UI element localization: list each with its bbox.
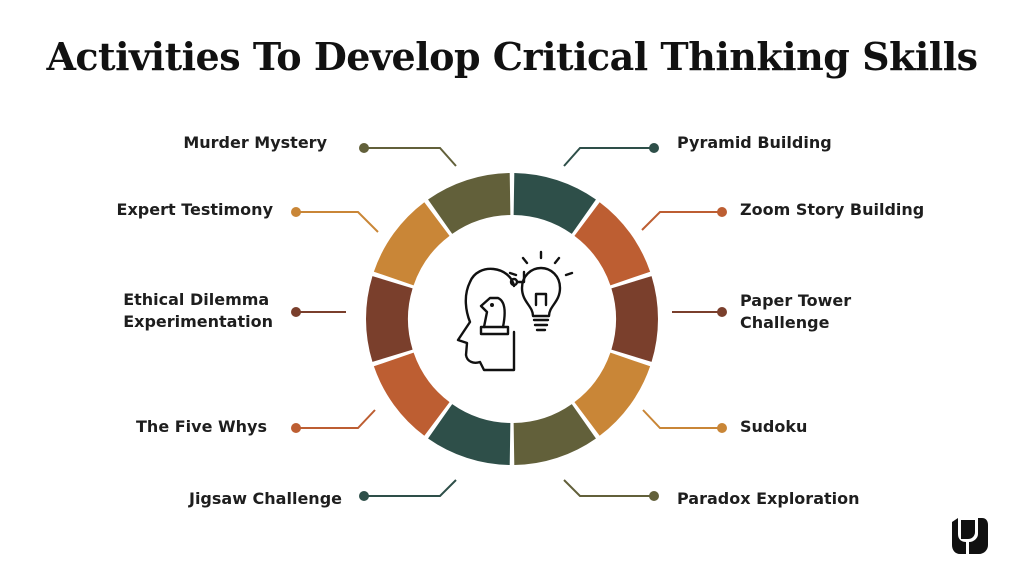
label-murder-mystery: Murder Mystery — [183, 133, 327, 152]
connector-dot — [717, 207, 727, 217]
connector-dot — [359, 143, 369, 153]
ring-segment — [366, 276, 413, 362]
label-five-whys: The Five Whys — [136, 417, 267, 436]
label-expert-testimony: Expert Testimony — [116, 200, 273, 219]
connector-dot — [717, 307, 727, 317]
connector-dot — [291, 307, 301, 317]
label-pyramid-building: Pyramid Building — [677, 133, 832, 152]
connector-line — [364, 147, 457, 167]
connector-line — [364, 479, 457, 497]
connector-dot — [717, 423, 727, 433]
label-paper-tower: Paper Tower Challenge — [740, 291, 852, 332]
label-sudoku: Sudoku — [740, 417, 808, 436]
connector-dot — [649, 491, 659, 501]
color-ring — [366, 173, 659, 465]
ring-segment — [373, 352, 450, 436]
label-ethical-dilemma: Ethical Dilemma Experimentation — [123, 290, 273, 331]
ring-segment — [428, 173, 511, 234]
page-title: Activities To Develop Critical Thinking … — [46, 34, 978, 79]
label-paradox-exploration: Paradox Exploration — [677, 489, 860, 508]
ring-segment — [574, 202, 651, 286]
ring-segment — [611, 276, 659, 362]
connector-line — [296, 211, 379, 233]
connector-line — [641, 211, 722, 231]
label-zoom-story: Zoom Story Building — [740, 200, 925, 219]
ring-segment — [373, 202, 450, 286]
connector-line — [642, 409, 722, 429]
ring-segment — [574, 352, 651, 436]
ring-segment — [513, 404, 596, 465]
connector-dot — [359, 491, 369, 501]
connector-lines — [291, 143, 727, 501]
connector-dot — [291, 423, 301, 433]
ring-segment — [513, 173, 596, 234]
head-chess-knight-lightbulb-icon — [456, 250, 574, 372]
label-jigsaw-challenge: Jigsaw Challenge — [188, 489, 342, 508]
connector-dot — [291, 207, 301, 217]
connector-line — [296, 409, 376, 429]
connector-line — [563, 147, 654, 167]
connector-dot — [649, 143, 659, 153]
brand-logo-icon — [952, 518, 988, 554]
connector-line — [563, 479, 654, 497]
ring-segment — [428, 404, 511, 465]
